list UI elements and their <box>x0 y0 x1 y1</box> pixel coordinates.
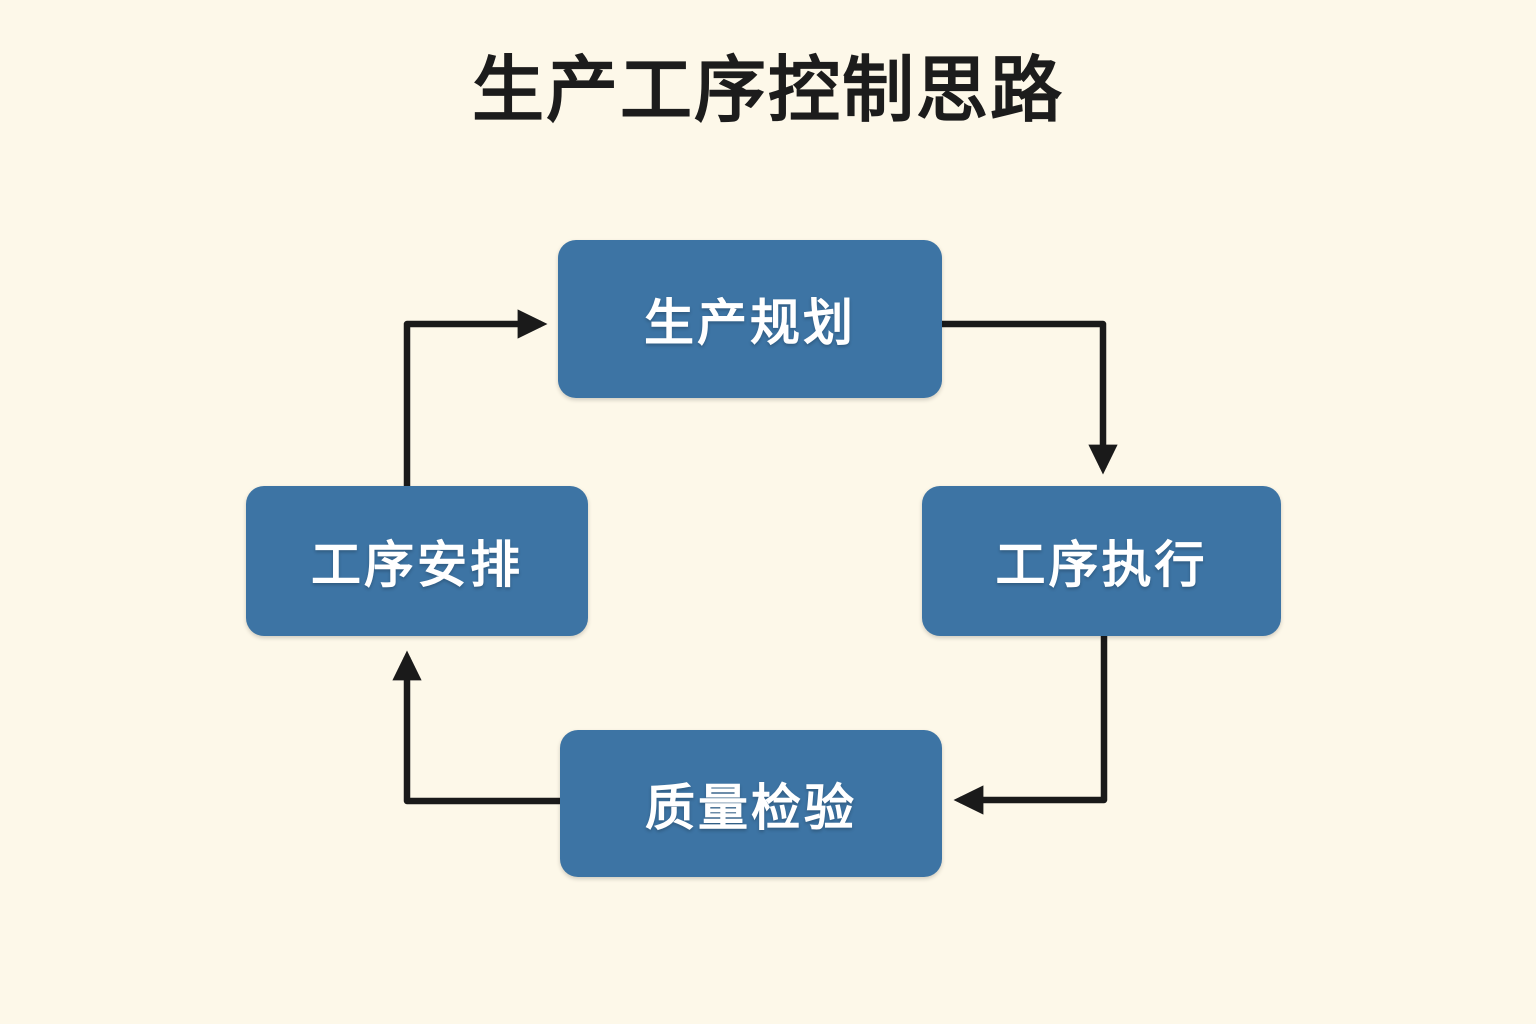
edge-exec-to-qc <box>953 636 1108 815</box>
page-title: 生产工序控制思路 <box>471 51 1064 131</box>
edge-sched-to-plan <box>403 309 548 486</box>
node-process-scheduling[interactable]: 工序安排 <box>246 486 588 636</box>
node-process-execution[interactable]: 工序执行 <box>922 486 1281 636</box>
edge-qc-to-sched <box>392 650 560 805</box>
node-label-process-scheduling: 工序安排 <box>311 537 523 593</box>
node-label-production-planning: 生产规划 <box>644 295 856 351</box>
node-production-planning[interactable]: 生产规划 <box>558 240 942 398</box>
node-quality-inspection[interactable]: 质量检验 <box>560 730 942 877</box>
edge-plan-to-exec <box>942 320 1118 475</box>
node-label-process-execution: 工序执行 <box>995 537 1208 593</box>
node-label-quality-inspection: 质量检验 <box>645 779 857 836</box>
